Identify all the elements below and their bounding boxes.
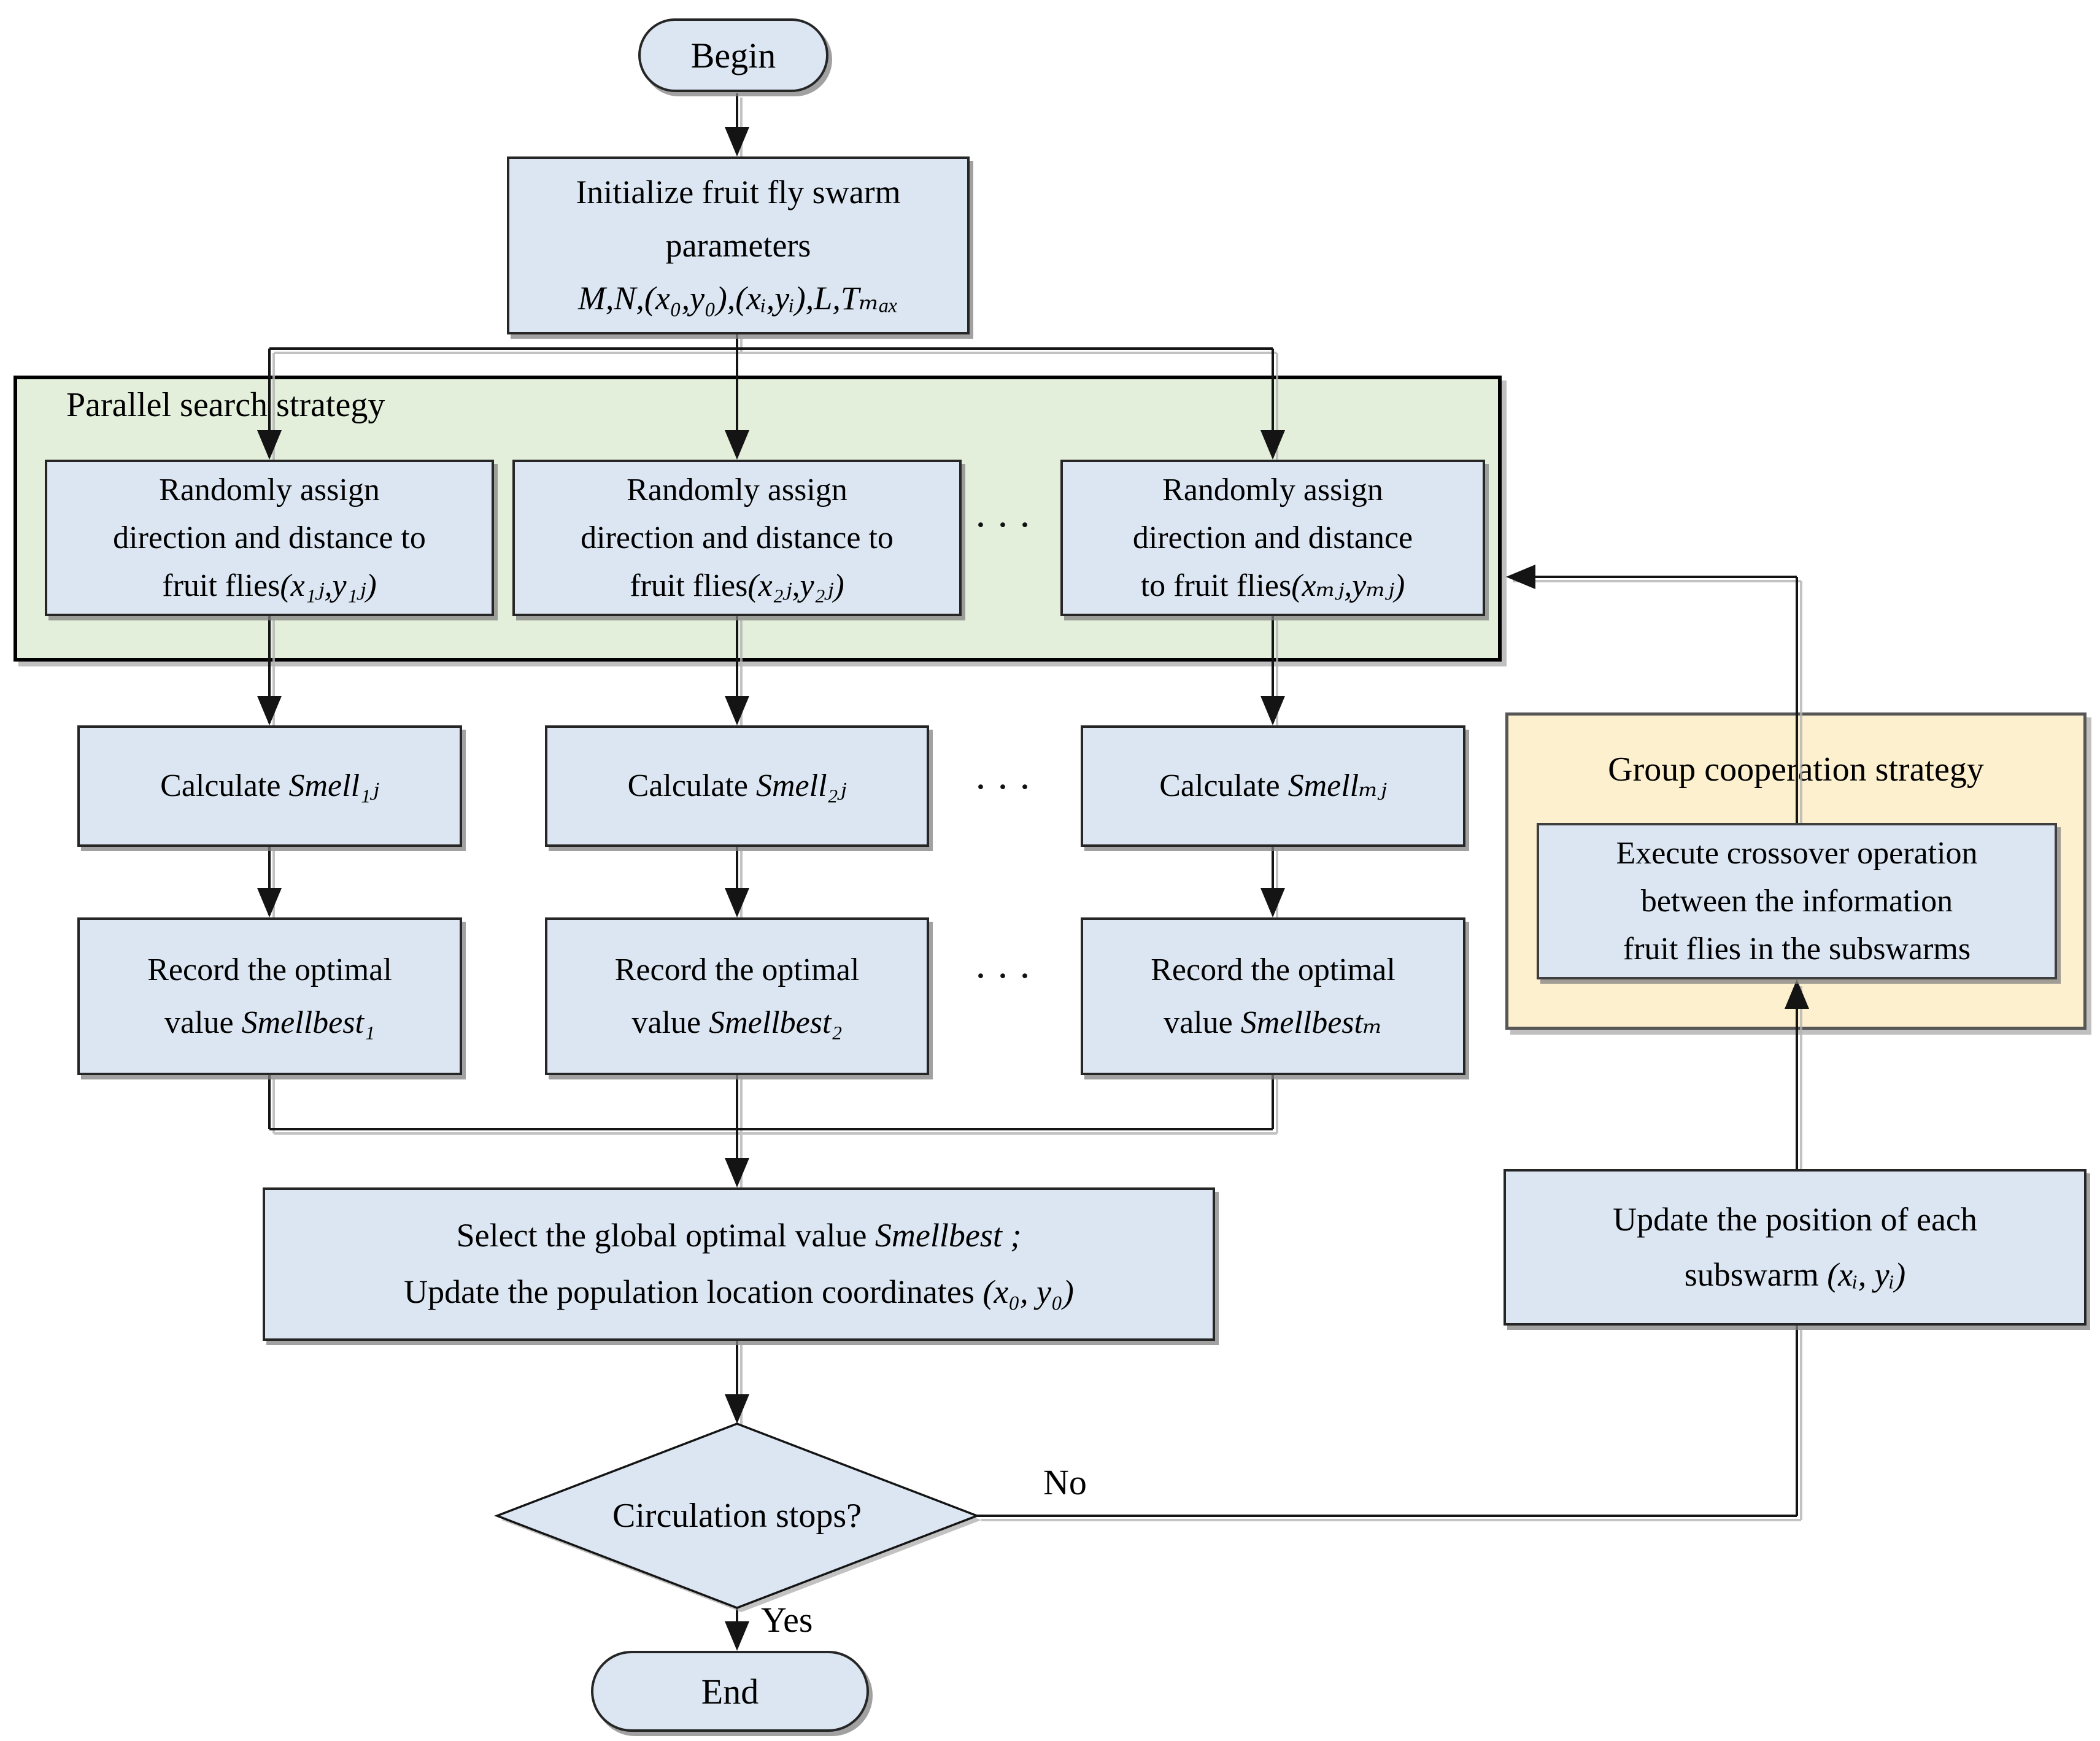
random3-line3-math: (xₘⱼ,yₘⱼ) <box>1291 568 1405 603</box>
calc1-text: Calculate <box>160 768 289 803</box>
select-line1-text: Select the global optimal value <box>456 1217 875 1254</box>
record1-line2-math: Smellbest₁ <box>241 1005 375 1040</box>
initialize-box: Initialize fruit fly swarm parameters M,… <box>507 156 970 334</box>
ellipsis-calculate-row: ··· <box>974 765 1040 809</box>
record2-line1: Record the optimal <box>614 952 860 987</box>
crossover-line3: fruit flies in the subswarms <box>1623 931 1971 967</box>
update-line1: Update the position of each <box>1613 1201 1977 1238</box>
end-label: End <box>701 1671 759 1712</box>
random3-line2: direction and distance <box>1132 520 1413 555</box>
ellipsis-record-row: ··· <box>974 954 1040 998</box>
begin-label: Begin <box>690 35 776 75</box>
random3-line1: Randomly assign <box>1162 472 1383 508</box>
random2-line3-text: fruit flies <box>630 568 748 603</box>
begin-terminator: Begin <box>638 18 828 92</box>
yes-edge-label: Yes <box>761 1600 813 1640</box>
crossover-box: Execute crossover operation between the … <box>1537 823 2057 979</box>
end-terminator: End <box>591 1651 869 1732</box>
calc1-math: Smell₁ⱼ <box>288 768 379 803</box>
record1-line1: Record the optimal <box>147 952 392 987</box>
record-box-2: Record the optimal value Smellbest₂ <box>545 917 929 1075</box>
calc3-math: Smellₘⱼ <box>1287 768 1387 803</box>
select-line1-math: Smellbest ; <box>874 1217 1022 1254</box>
random-assign-box-2: Randomly assign direction and distance t… <box>512 460 962 616</box>
record3-line2-math: Smellbestₘ <box>1240 1005 1383 1040</box>
group-cooperation-label: Group cooperation strategy <box>1608 751 1984 789</box>
record-box-1: Record the optimal value Smellbest₁ <box>77 917 462 1075</box>
random3-line3-text: to fruit flies <box>1140 568 1292 603</box>
ellipsis-random-row: ··· <box>974 503 1040 547</box>
update-line2-text: subswarm <box>1684 1256 1828 1293</box>
random1-line1: Randomly assign <box>159 472 380 508</box>
decision-diamond: Circulation stops? <box>522 1470 952 1562</box>
record-box-3: Record the optimal value Smellbestₘ <box>1081 917 1465 1075</box>
calculate-box-3: Calculate Smellₘⱼ <box>1081 725 1465 847</box>
calc2-text: Calculate <box>627 768 756 803</box>
update-subswarm-box: Update the position of each subswarm (xᵢ… <box>1504 1169 2086 1326</box>
random1-line3-text: fruit flies <box>162 568 280 603</box>
crossover-line2: between the information <box>1640 883 1953 919</box>
random2-line3-math: (x₂ⱼ,y₂ⱼ) <box>747 568 844 603</box>
random1-line3-math: (x₁ⱼ,y₁ⱼ) <box>280 568 377 603</box>
calc3-text: Calculate <box>1159 768 1288 803</box>
calculate-box-2: Calculate Smell₂ⱼ <box>545 725 929 847</box>
initialize-line2: parameters <box>665 226 811 264</box>
random2-line1: Randomly assign <box>627 472 847 508</box>
calculate-box-1: Calculate Smell₁ⱼ <box>77 725 462 847</box>
initialize-math: M,N,(x₀,y₀),(xᵢ,yᵢ),L,Tₘₐₓ <box>577 280 899 317</box>
random2-line2: direction and distance to <box>581 520 894 555</box>
record2-line2-text: value <box>631 1005 709 1040</box>
calc2-math: Smell₂ⱼ <box>756 768 847 803</box>
random-assign-box-3: Randomly assign direction and distance t… <box>1060 460 1485 616</box>
select-line2-math: (x₀, y₀) <box>982 1273 1074 1310</box>
initialize-line1: Initialize fruit fly swarm <box>576 174 901 211</box>
parallel-search-label: Parallel search strategy <box>66 386 385 424</box>
decision-label: Circulation stops? <box>612 1497 862 1535</box>
random-assign-box-1: Randomly assign direction and distance t… <box>45 460 494 616</box>
record2-line2-math: Smellbest₂ <box>709 1005 843 1040</box>
random1-line2: direction and distance to <box>113 520 426 555</box>
select-line2-text: Update the population location coordinat… <box>404 1273 983 1310</box>
no-edge-label: No <box>1043 1462 1087 1502</box>
select-global-box: Select the global optimal value Smellbes… <box>263 1187 1215 1341</box>
record1-line2-text: value <box>164 1005 242 1040</box>
record3-line2-text: value <box>1164 1005 1241 1040</box>
record3-line1: Record the optimal <box>1151 952 1395 987</box>
crossover-line1: Execute crossover operation <box>1616 835 1978 871</box>
update-line2-math: (xᵢ, yᵢ) <box>1827 1256 1906 1293</box>
